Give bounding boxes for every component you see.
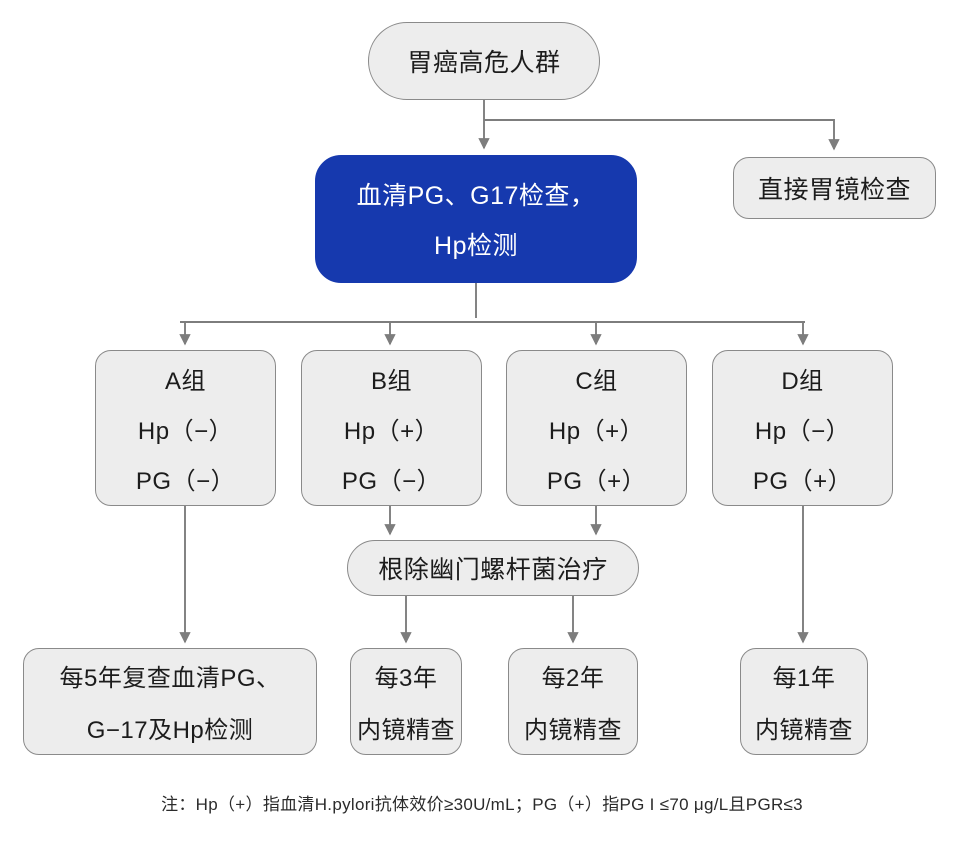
node-group-c[interactable]: C组 Hp（+） PG（+） <box>506 350 687 506</box>
group-name: D组 <box>781 367 824 395</box>
node-label: 根除幽门螺杆菌治疗 <box>378 556 608 584</box>
group-pg-status: PG（−） <box>341 467 442 495</box>
followup-label-line2: G−17及Hp检测 <box>86 717 254 744</box>
group-hp-status: Hp（−） <box>137 417 234 445</box>
diagram-footnote: 注：Hp（+）指血清H.pylori抗体效价≥30U/mL；PG（+）指PG I… <box>161 795 803 814</box>
group-pg-status: PG（+） <box>752 467 853 495</box>
group-hp-status: Hp（+） <box>343 417 440 445</box>
followup-label-line2: 内镜精查 <box>755 717 853 744</box>
node-serum-pg-g17-hp-test[interactable]: 血清PG、G17检查， Hp检测 <box>315 155 637 283</box>
group-hp-status: Hp（−） <box>754 417 851 445</box>
node-high-risk-population[interactable]: 胃癌高危人群 <box>368 22 600 100</box>
group-pg-status: PG（−） <box>135 467 236 495</box>
node-followup-2-year[interactable]: 每2年 内镜精查 <box>508 648 638 755</box>
followup-label-line2: 内镜精查 <box>357 717 455 744</box>
node-label-line1: 血清PG、G17检查， <box>356 182 596 210</box>
node-direct-endoscopy[interactable]: 直接胃镜检查 <box>733 157 936 219</box>
node-followup-5-year[interactable]: 每5年复查血清PG、 G−17及Hp检测 <box>23 648 317 755</box>
node-label: 胃癌高危人群 <box>407 49 561 77</box>
group-hp-status: Hp（+） <box>548 417 645 445</box>
followup-label-line1: 每1年 <box>772 665 836 692</box>
node-group-a[interactable]: A组 Hp（−） PG（−） <box>95 350 276 506</box>
followup-label-line1: 每3年 <box>374 665 438 692</box>
node-group-d[interactable]: D组 Hp（−） PG（+） <box>712 350 893 506</box>
node-h-pylori-eradication-therapy[interactable]: 根除幽门螺杆菌治疗 <box>347 540 639 596</box>
group-name: B组 <box>370 367 412 395</box>
followup-label-line2: 内镜精查 <box>524 717 622 744</box>
group-pg-status: PG（+） <box>546 467 647 495</box>
node-group-b[interactable]: B组 Hp（+） PG（−） <box>301 350 482 506</box>
node-followup-3-year[interactable]: 每3年 内镜精查 <box>350 648 462 755</box>
group-name: C组 <box>575 367 618 395</box>
node-label: 直接胃镜检查 <box>757 176 911 204</box>
edge-top-to-direct-endoscopy <box>484 119 840 151</box>
followup-label-line1: 每5年复查血清PG、 <box>59 665 281 692</box>
node-label-line2: Hp检测 <box>434 232 518 260</box>
group-name: A组 <box>164 367 206 395</box>
followup-label-line1: 每2年 <box>541 665 605 692</box>
node-followup-1-year[interactable]: 每1年 内镜精查 <box>740 648 868 755</box>
